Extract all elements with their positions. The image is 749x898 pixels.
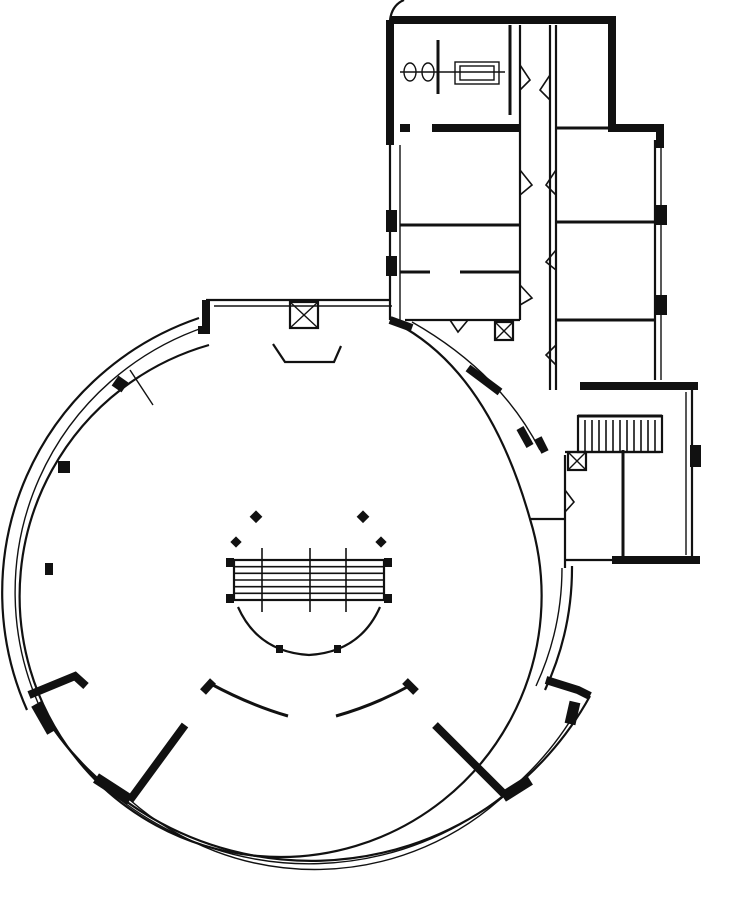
column-1 bbox=[249, 510, 263, 524]
rotunda-outer-glazing-right-inner bbox=[535, 567, 563, 687]
connector-shaft-x2 bbox=[289, 301, 319, 329]
inner-screen-left-end bbox=[200, 678, 216, 695]
nb-shaft-x bbox=[494, 321, 514, 341]
door-swing-2 bbox=[538, 74, 551, 101]
left-entry-notch bbox=[129, 369, 154, 406]
door-swing-1 bbox=[519, 64, 532, 91]
link-window-2 bbox=[516, 426, 534, 448]
east-staircase bbox=[576, 414, 664, 454]
fixture-basin-outer bbox=[454, 61, 500, 85]
connector-shaft bbox=[288, 300, 320, 330]
nb-shaft bbox=[493, 320, 515, 342]
fixture-basin-inner bbox=[459, 65, 495, 81]
gallery-outer-wall bbox=[41, 695, 591, 862]
east-block bbox=[404, 321, 701, 568]
central-staircase bbox=[226, 548, 392, 657]
stair-landing bbox=[236, 606, 382, 657]
connector-left-end bbox=[198, 300, 210, 334]
eb-pier bbox=[690, 445, 701, 467]
radial-wall-right bbox=[432, 722, 508, 798]
right-wing-pier bbox=[564, 700, 581, 726]
rr-pier-2 bbox=[655, 295, 667, 315]
eb-door bbox=[564, 489, 576, 513]
link-window-1 bbox=[465, 364, 503, 396]
ring-pier-1 bbox=[111, 375, 129, 393]
gallery-inner-wall bbox=[129, 791, 509, 871]
radial-wall-left bbox=[126, 722, 189, 803]
rotunda-outer-glazing-left bbox=[1, 316, 200, 711]
stair-pier-c bbox=[226, 594, 234, 603]
door-swing-7 bbox=[544, 344, 557, 366]
rr-pier-1 bbox=[655, 205, 667, 225]
nb-pier-1 bbox=[386, 210, 397, 232]
column-4 bbox=[375, 536, 387, 548]
nb-pier-2 bbox=[386, 256, 397, 276]
stair-pier-a bbox=[226, 558, 234, 567]
connector-corridor bbox=[198, 298, 392, 334]
door-swing-8 bbox=[449, 319, 469, 334]
inner-screen-right-end bbox=[402, 678, 419, 695]
rotunda-top-niche bbox=[272, 343, 343, 364]
stair-pier-b bbox=[384, 558, 392, 567]
stair-pier-d bbox=[384, 594, 392, 603]
door-swing-4 bbox=[544, 169, 557, 196]
column-3 bbox=[230, 536, 242, 548]
inner-screen-left bbox=[210, 682, 289, 718]
door-swing-5 bbox=[519, 284, 534, 306]
door-swing-6 bbox=[544, 249, 557, 271]
circular-hall bbox=[1, 316, 592, 871]
right-wing-wall bbox=[544, 676, 592, 700]
door-swing-3 bbox=[519, 169, 534, 196]
ring-pier-2 bbox=[58, 461, 70, 473]
north-block bbox=[386, 0, 667, 390]
radial-wall-right-end bbox=[500, 775, 533, 802]
eb-shaft-x bbox=[567, 451, 587, 471]
rotunda-outer-glazing-right bbox=[544, 565, 574, 691]
left-wing-wall bbox=[27, 671, 89, 699]
link-pier bbox=[534, 436, 549, 454]
nb-corner-bottom bbox=[388, 316, 414, 332]
rotunda-inner-wall bbox=[18, 343, 543, 859]
rotunda-outer-glazing-left-inner bbox=[14, 326, 206, 704]
stair-pier-e bbox=[276, 645, 283, 653]
left-wing-pier bbox=[31, 701, 57, 735]
radial-wall-left-end bbox=[93, 773, 133, 805]
inner-screen-right bbox=[335, 683, 412, 718]
column-2 bbox=[356, 510, 370, 524]
stair-pier-f bbox=[334, 645, 341, 653]
link-curve-wall bbox=[404, 327, 565, 521]
top-roof-curve bbox=[388, 0, 405, 21]
ring-pier-3 bbox=[45, 563, 53, 575]
